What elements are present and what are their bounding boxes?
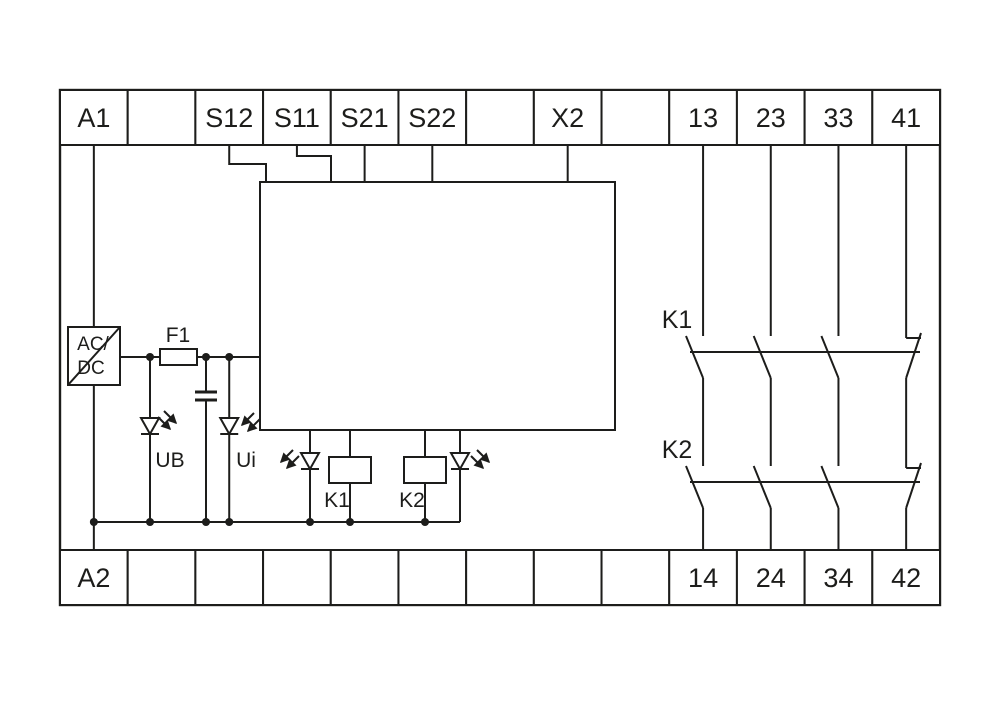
- led-right-arrow-icon: [470, 455, 485, 470]
- led-ui-icon: [218, 417, 240, 437]
- junction-dot: [146, 518, 154, 526]
- junction-dot: [202, 518, 210, 526]
- relay-coil-circuit: K1 K2: [279, 430, 491, 522]
- coil-k2-box: [403, 456, 447, 484]
- terminal-label-a2: A2: [77, 563, 110, 593]
- terminal-label-13: 13: [688, 103, 718, 133]
- terminal-box-top-blank3: [600, 89, 671, 146]
- terminal-label-x2: X2: [551, 103, 584, 133]
- terminal-label-42: 42: [891, 563, 921, 593]
- wire-s12: [228, 145, 267, 182]
- input-wires: [228, 145, 569, 182]
- junction-dot: [346, 518, 354, 526]
- top-terminal-row: A1 S12 S11 S21 S22 X2 13 23 33 41: [59, 89, 941, 146]
- terminal-label-s21: S21: [341, 103, 389, 133]
- contacts-k2-label: K2: [662, 436, 693, 464]
- led-ui-label: Ui: [236, 449, 256, 472]
- wire-s11: [295, 145, 332, 182]
- junction-dot: [225, 353, 234, 361]
- terminal-label-23: 23: [756, 103, 786, 133]
- terminal-label-41: 41: [891, 103, 921, 133]
- led-left-icon: [299, 452, 321, 472]
- terminal-box-top-33: [803, 89, 874, 146]
- coil-k1-box: [328, 456, 372, 484]
- terminal-box-bottom-24: [735, 549, 806, 606]
- fuse-label: F1: [166, 324, 191, 347]
- terminal-label-s22: S22: [408, 103, 456, 133]
- led-left-arrow-icon: [279, 449, 294, 464]
- terminal-label-24: 24: [756, 563, 786, 593]
- led-ui-arrow-icon: [246, 418, 261, 433]
- terminal-box-top-13: [668, 89, 738, 146]
- coil-k2: K2: [399, 430, 447, 522]
- terminal-label-34: 34: [823, 563, 853, 593]
- terminal-box-bottom-14: [668, 549, 738, 606]
- contact-top-wires: [702, 145, 908, 338]
- junction-dot: [146, 353, 154, 361]
- power-supply-circuit: AC/ DC F1: [67, 145, 460, 550]
- terminal-box-bottom-blank6: [465, 549, 535, 606]
- terminal-box-top-x2: [532, 89, 603, 146]
- terminal-box-top-s21: [329, 89, 400, 146]
- led-right-arrow-icon: [476, 449, 491, 464]
- terminal-label-33: 33: [823, 103, 853, 133]
- terminal-box-bottom-blank5: [397, 549, 468, 606]
- logic-module-box: [259, 181, 616, 431]
- led-left-arrow-icon: [285, 455, 300, 470]
- terminal-box-bottom-blank1: [126, 549, 197, 606]
- terminal-box-top-blank1: [126, 89, 197, 146]
- terminal-box-top-blank2: [465, 89, 535, 146]
- fuse-symbol: [159, 348, 198, 366]
- led-ub-arrow-icon: [157, 416, 172, 431]
- terminal-box-bottom-blank2: [194, 549, 265, 606]
- contacts-k1-label: K1: [662, 306, 693, 334]
- acdc-label-line2: DC: [77, 358, 104, 379]
- junction-dots: [89, 353, 429, 526]
- junction-dot: [306, 518, 314, 526]
- terminal-box-top-23: [735, 89, 806, 146]
- junction-dot: [225, 518, 234, 526]
- led-ub-arrow-icon: [163, 410, 178, 425]
- led-ui-branch: Ui: [218, 357, 261, 522]
- contact-mid-wires: [702, 378, 908, 468]
- led-left-branch: [279, 430, 321, 522]
- contact-bottom-wires: [702, 508, 908, 550]
- coil-k2-label: K2: [399, 489, 425, 512]
- junction-dot: [89, 518, 98, 526]
- junction-dot: [421, 518, 429, 526]
- terminal-box-bottom-42: [871, 549, 941, 606]
- led-ui-arrow-icon: [240, 412, 255, 427]
- bottom-terminal-row: A2 14 24 34 42: [59, 549, 941, 606]
- terminal-box-bottom-blank3: [262, 549, 332, 606]
- led-right-icon: [449, 452, 471, 472]
- terminal-label-a1: A1: [77, 103, 110, 133]
- capacitor-branch: [195, 357, 217, 522]
- coil-k1-label: K1: [324, 489, 350, 512]
- terminal-label-14: 14: [688, 563, 718, 593]
- terminal-box-bottom-blank8: [600, 549, 671, 606]
- coil-k1: K1: [324, 430, 372, 522]
- junction-dot: [202, 353, 210, 361]
- led-ub-label: UB: [155, 449, 184, 472]
- k2-contact-blades: [685, 462, 922, 509]
- terminal-label-s11: S11: [274, 103, 320, 133]
- led-ub-icon: [139, 417, 161, 437]
- terminal-box-bottom-a2: [59, 549, 129, 606]
- contact-bank: K1 K2: [662, 145, 922, 550]
- k1-contact-blades: [685, 332, 922, 379]
- terminal-box-bottom-blank4: [329, 549, 400, 606]
- terminal-label-s12: S12: [205, 103, 253, 133]
- terminal-box-bottom-blank7: [532, 549, 603, 606]
- led-right-branch: [449, 430, 491, 522]
- acdc-label-line1: AC/: [77, 334, 109, 355]
- led-ub-branch: UB: [139, 357, 185, 522]
- acdc-diagonal: [67, 326, 121, 386]
